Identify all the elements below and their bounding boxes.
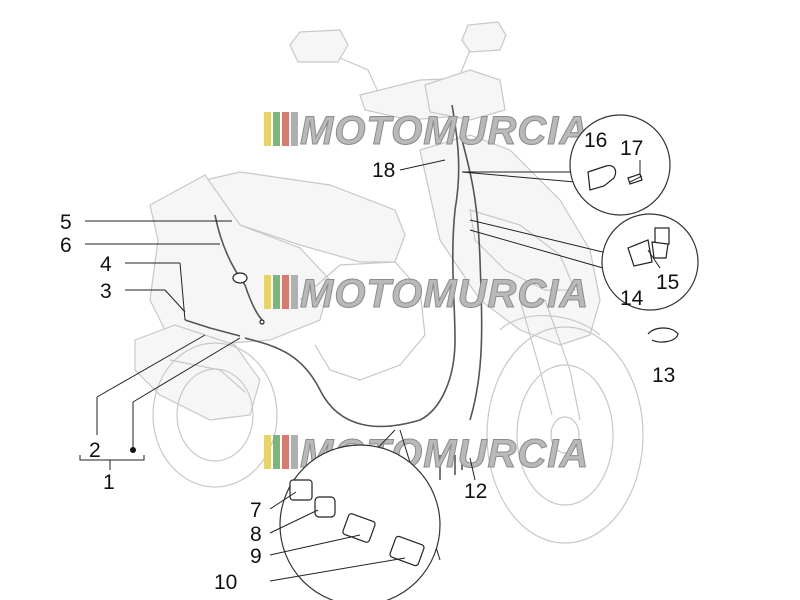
callout-4: 4 — [100, 253, 112, 276]
callout-7: 7 — [250, 499, 262, 522]
callout-8: 8 — [250, 523, 262, 546]
callout-9: 9 — [250, 545, 262, 568]
callout-labels: 1 2 3 4 5 6 7 8 9 10 12 13 14 15 16 17 1… — [60, 129, 679, 594]
callout-15: 15 — [656, 271, 679, 294]
callout-18: 18 — [372, 159, 395, 182]
callout-2: 2 — [89, 439, 101, 462]
cable-routing — [184, 104, 483, 480]
detail-circle-clamp — [461, 114, 671, 216]
callout-14: 14 — [620, 287, 644, 310]
detail-circle-bracket — [469, 213, 699, 311]
scooter-silhouette — [134, 21, 644, 544]
callout-16: 16 — [584, 129, 607, 152]
callout-12: 12 — [464, 480, 487, 503]
callout-3: 3 — [100, 280, 112, 303]
callout-13: 13 — [652, 364, 675, 387]
watermark-logo-middle: MOTOMURCIA — [264, 272, 589, 317]
circlip-part — [647, 327, 679, 343]
detail-circle-adjusters — [279, 429, 441, 600]
svg-text:MOTOMURCIA: MOTOMURCIA — [300, 272, 589, 316]
watermark-logo-top: MOTOMURCIA — [264, 109, 589, 154]
callout-5: 5 — [60, 211, 72, 234]
callout-10: 10 — [214, 571, 237, 594]
callout-6: 6 — [60, 234, 72, 257]
callout-leaders — [79, 159, 476, 582]
svg-text:MOTOMURCIA: MOTOMURCIA — [300, 109, 589, 153]
callout-17: 17 — [620, 137, 643, 160]
callout-1: 1 — [103, 471, 115, 494]
